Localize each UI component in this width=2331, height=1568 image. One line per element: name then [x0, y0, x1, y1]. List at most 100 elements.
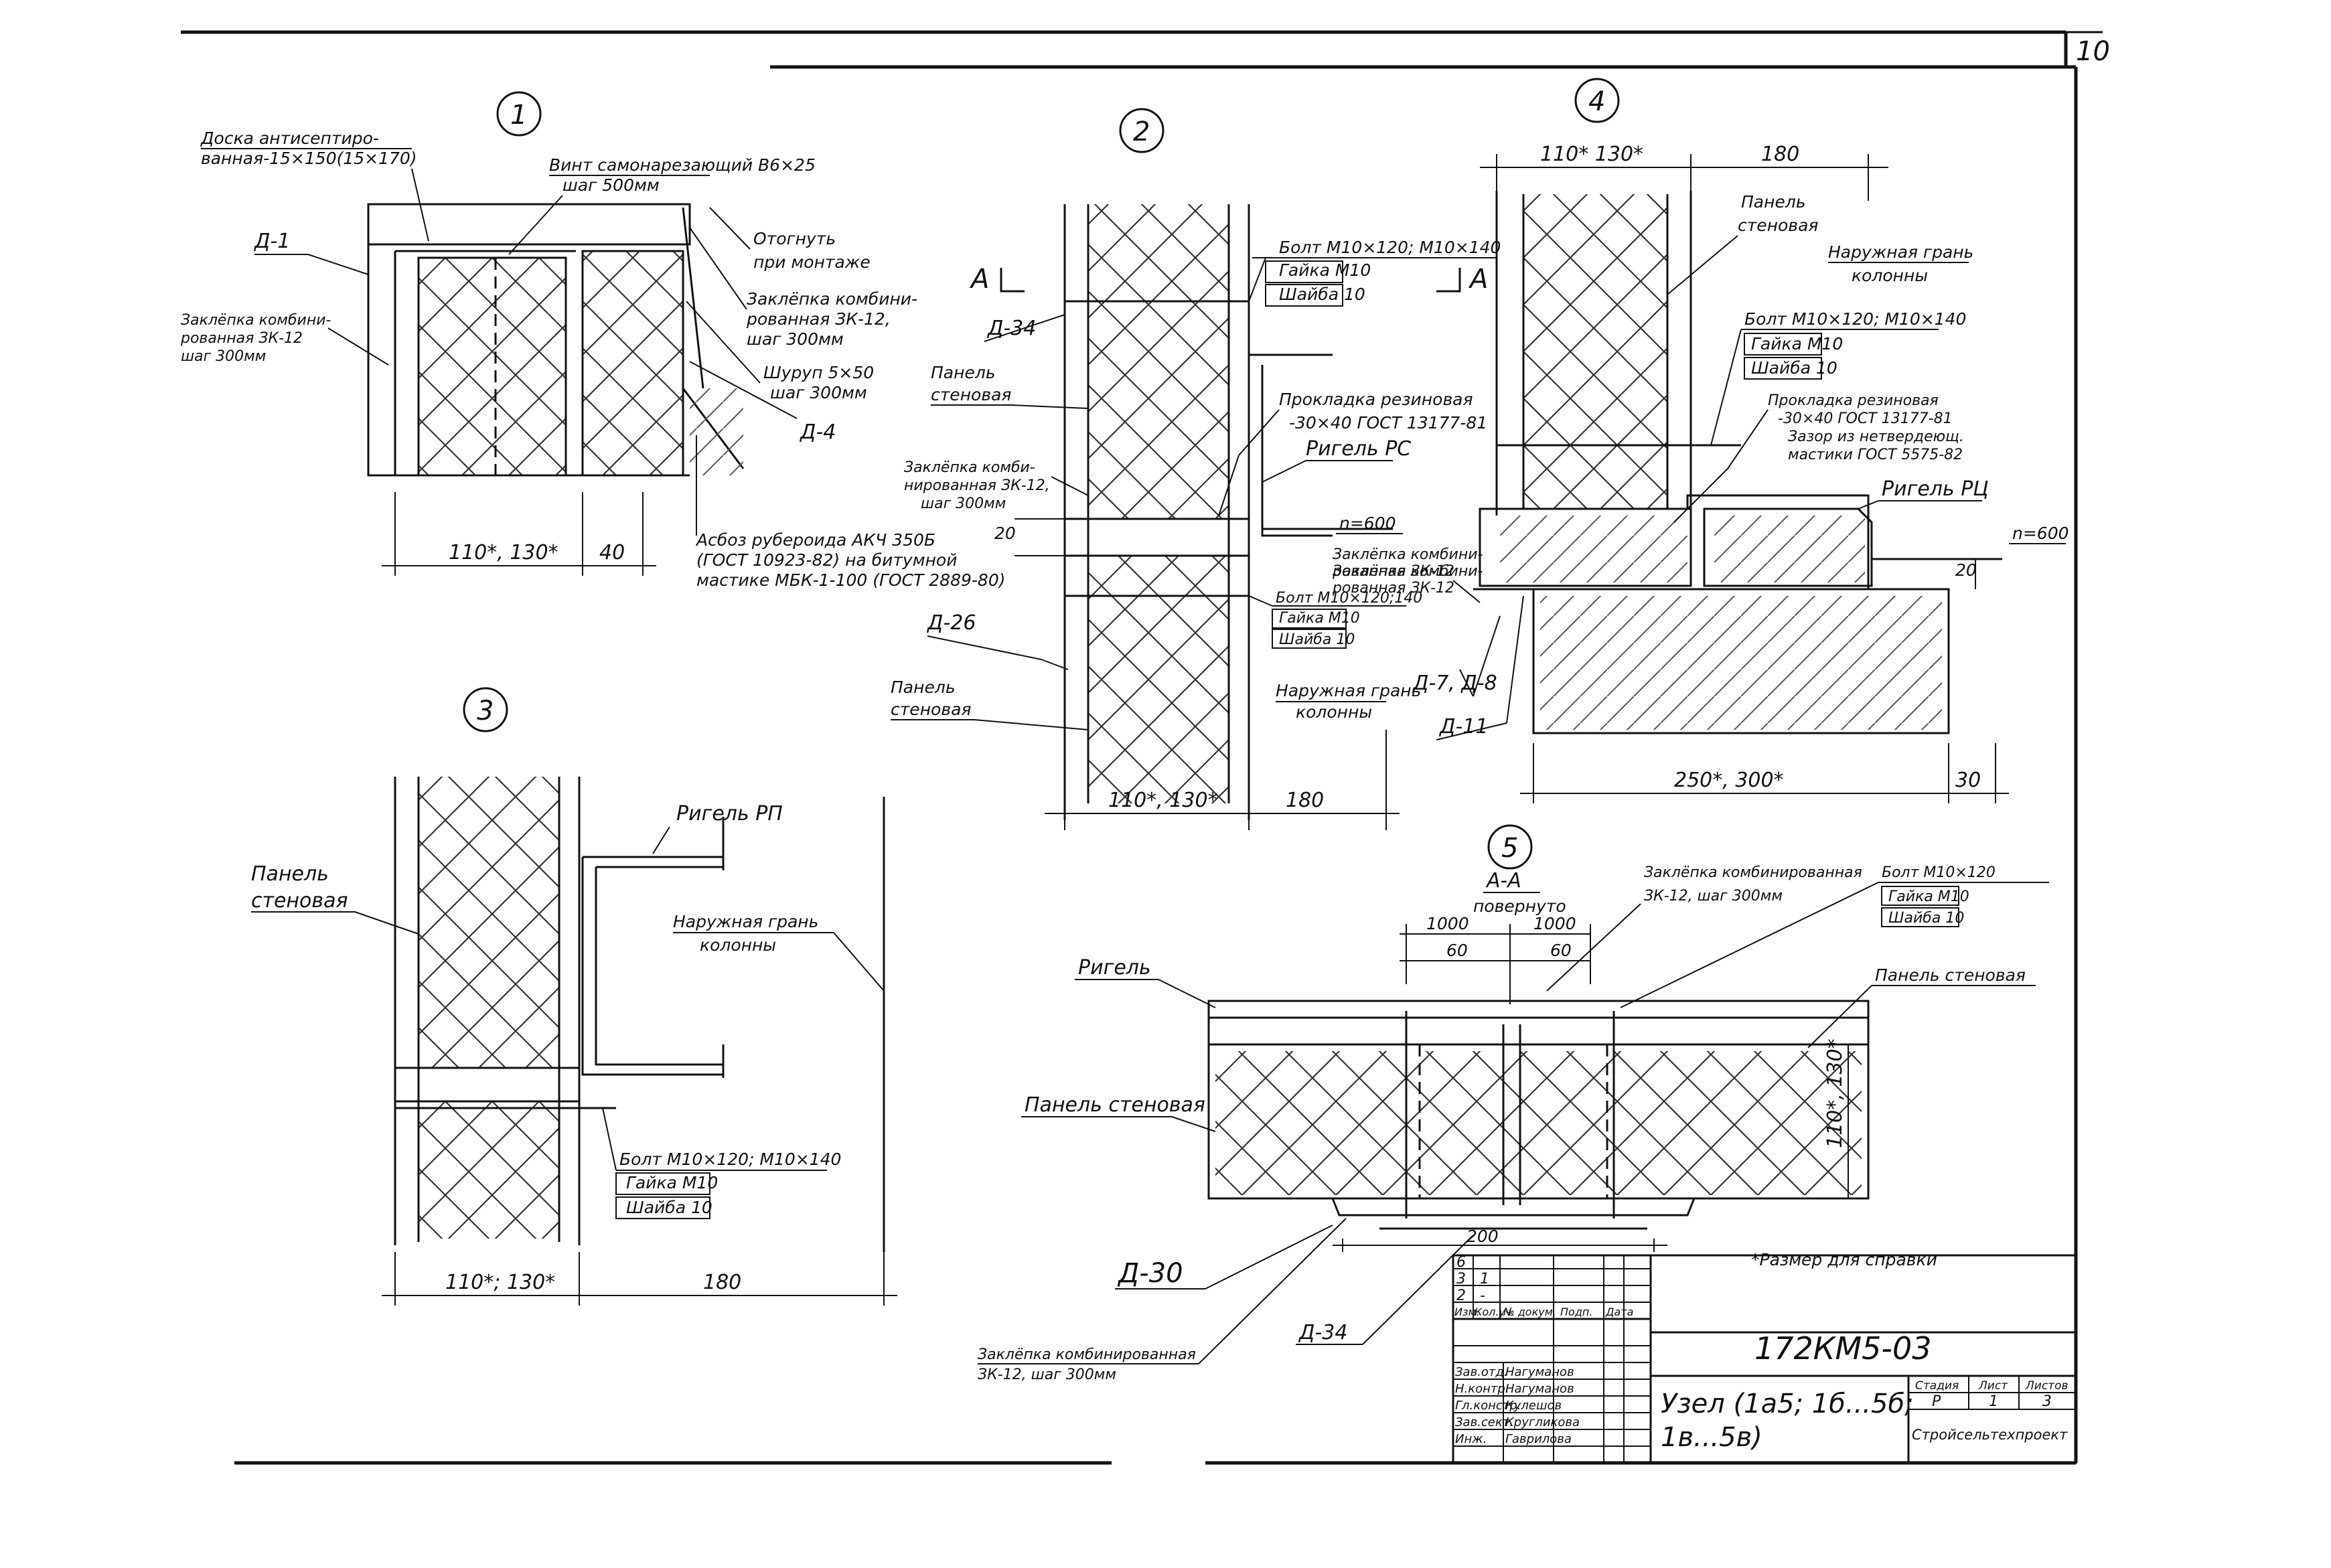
node-3-marker: 3	[477, 696, 494, 726]
rev-hdr-2: Кол.уч.	[1475, 1306, 1515, 1318]
node-4-panel-l1: Панель	[1741, 192, 1806, 212]
node-4-gasket-l1: Прокладка резиновая	[1768, 392, 1939, 409]
node-2-bolt-top: Болт М10×120; М10×140	[1279, 238, 1501, 257]
node-4-nut: Гайка М10	[1751, 334, 1843, 354]
node-5-nut: Гайка М10	[1888, 888, 1969, 905]
node-4-dim-bottom-side: 30	[1955, 769, 1981, 792]
node-5-rivet-top-l2: ЗК-12, шаг 300мм	[1644, 888, 1783, 905]
node-1-rivet-left-l2: рованная ЗК-12	[180, 330, 303, 347]
node-1-screw-l2: шаг 500мм	[562, 175, 660, 195]
node-2-panel-bottom-l2: стеновая	[891, 700, 971, 719]
node-1-marker: 1	[510, 100, 527, 131]
node-4-gasket-l2: -30×40 ГОСТ 13177-81	[1778, 410, 1953, 427]
node-4-washer: Шайба 10	[1751, 358, 1837, 378]
sign-name-1: Нагуманов	[1505, 1365, 1574, 1379]
node-5-d34: Д-34	[1298, 1321, 1347, 1344]
node-3-bolt: Болт М10×120; М10×140	[619, 1150, 841, 1169]
node-1-shurup-l2: шаг 300мм	[770, 383, 867, 402]
node-2-marker: 2	[1133, 116, 1150, 147]
node-5-bolt: Болт М10×120	[1882, 864, 1996, 881]
node-2-rivet-l1: Заклёпка комби-	[904, 459, 1035, 476]
node-4-d7: Д-7, Д-8	[1412, 672, 1497, 695]
node-1-board-l1: Доска антисептиро-	[200, 129, 379, 148]
stage-hdr-1: Стадия	[1915, 1379, 1959, 1393]
node-3-outer-face-l1: Наружная грань	[673, 912, 818, 931]
node-3-panel-l1: Панель	[251, 862, 329, 886]
node-5-washer: Шайба 10	[1888, 910, 1964, 927]
stage-val-1: Р	[1932, 1393, 1941, 1410]
rev-hdr-4: Подп.	[1560, 1306, 1592, 1318]
node-1-dim-main: 110*, 130*	[449, 541, 558, 564]
node-5-dim60b: 60	[1550, 941, 1572, 960]
node-5-d30: Д-30	[1117, 1258, 1183, 1289]
node-5-rotated: повернуто	[1473, 896, 1566, 916]
node-3-dim-main: 110*; 130*	[445, 1271, 555, 1294]
signatures: Зав.отд. Нагуманов Н.контр. Нагуманов Гл…	[1453, 1362, 1651, 1463]
node-5-section: А-А	[1485, 869, 1521, 892]
sign-role-2: Н.контр.	[1455, 1382, 1509, 1396]
node-2-nut-bottom: Гайка М10	[1279, 610, 1360, 627]
node-4-dim20: 20	[1955, 560, 1977, 580]
node-2-rivet-right-l1: Заклёпка комбини-	[1333, 563, 1483, 580]
node-1-rivet-left-l3: шаг 300мм	[181, 348, 266, 365]
node-5-detail: 5 А-А повернуто 1000 1000 60 60 200 Закл…	[978, 824, 2049, 1383]
organization: Стройсельтехпроект	[1912, 1427, 2068, 1443]
node-4-n600: n=600	[2012, 524, 2069, 543]
sign-name-2: Нагуманов	[1505, 1382, 1574, 1396]
node-5-dim1000a: 1000	[1426, 914, 1469, 933]
sign-role-1: Зав.отд.	[1455, 1365, 1508, 1379]
node-1-rivet-right-l1: Заклёпка комбини-	[747, 289, 917, 309]
rev-row-2-c1: 3	[1456, 1271, 1466, 1287]
drawing-code: 172КМ5-03	[1754, 1330, 1932, 1366]
revision-table: 6 3 1 2 - Изм. Кол.уч. № докум. Подп. Да…	[1453, 1254, 1651, 1463]
node-2-gasket-l1: Прокладка резиновая	[1279, 390, 1473, 409]
node-1-detail: 1 110*, 130* 40 Доска антисептиро- ванна…	[180, 91, 1006, 590]
stage-hdr-3: Листов	[2025, 1379, 2069, 1393]
node-5-girder: Ригель	[1078, 956, 1151, 979]
node-1-bend-l2: при монтаже	[753, 252, 871, 272]
sign-role-5: Инж.	[1455, 1432, 1487, 1446]
node-2-detail: 2 110*, 130* 180 А А Д-34 Болт М10×120; …	[891, 108, 1501, 830]
node-2-dim-main: 110*, 130*	[1108, 789, 1218, 812]
node-3-nut: Гайка М10	[626, 1173, 718, 1192]
node-5-dim1000b: 1000	[1533, 914, 1576, 933]
node-3-detail: 3 Ригель РП Панель стеновая Наружная гра…	[251, 687, 897, 1306]
node-5-dim-thick: 110*, 130*	[1823, 1038, 1847, 1148]
node-4-outer-face-l2: колонны	[1852, 266, 1928, 285]
node-4-gasket-l3: Зазор из нетвердеющ.	[1788, 428, 1964, 445]
node-1-rivet-right-l3: шаг 300мм	[747, 329, 844, 349]
rev-hdr-3: № докум.	[1503, 1306, 1556, 1318]
node-4-dim-top-main: 110* 130*	[1540, 143, 1643, 166]
node-3-panel-l2: стеновая	[251, 889, 348, 913]
node-3-dim-side: 180	[703, 1271, 741, 1294]
node-1-rivet-left-l1: Заклёпка комбини-	[181, 312, 331, 329]
node-2-d26: Д-26	[926, 611, 976, 635]
node-2-d34: Д-34	[986, 317, 1036, 340]
sign-role-4: Зав.сект.	[1455, 1415, 1513, 1429]
node-5-marker: 5	[1501, 833, 1518, 864]
rev-row-1-c1: 6	[1456, 1254, 1466, 1271]
node-2-washer-top: Шайба 10	[1279, 285, 1365, 304]
node-5-panel-left: Панель стеновая	[1025, 1093, 1205, 1117]
node-5-rivet-top-l1: Заклёпка комбинированная	[1644, 864, 1862, 881]
node-4-girder: Ригель РЦ	[1882, 477, 1989, 501]
rev-row-3-c2: -	[1480, 1287, 1485, 1304]
sheet-number: 10	[2076, 36, 2110, 67]
node-2-rivet-right-l2: рованная ЗК-12	[1332, 580, 1454, 597]
node-1-asbestos-l3: мастике МБК-1-100 (ГОСТ 2889-80)	[696, 570, 1006, 590]
rev-hdr-1: Изм.	[1454, 1306, 1480, 1318]
node-4-bolt: Болт М10×120; М10×140	[1744, 309, 1966, 329]
node-1-shurup-l1: Шуруп 5×50	[763, 363, 874, 382]
node-4-outer-face-l1: Наружная грань	[1828, 242, 1973, 262]
node-1-dim-side: 40	[599, 541, 625, 564]
node-2-rivet-l3: шаг 300мм	[921, 495, 1006, 512]
node-4-d11: Д-11	[1438, 715, 1488, 738]
stage-val-3: 3	[2042, 1393, 2052, 1410]
node-1-asbestos-l1: Асбоз рубероида АКЧ 350Б	[695, 530, 935, 550]
node-5-panel-right: Панель стеновая	[1875, 965, 2026, 985]
node-3-girder: Ригель РП	[676, 802, 783, 826]
node-2-dim20: 20	[994, 524, 1016, 543]
node-1-asbestos-l2: (ГОСТ 10923-82) на битумной	[696, 550, 957, 570]
node-1-screw-l1: Винт самонарезающий В6×25	[549, 155, 816, 175]
